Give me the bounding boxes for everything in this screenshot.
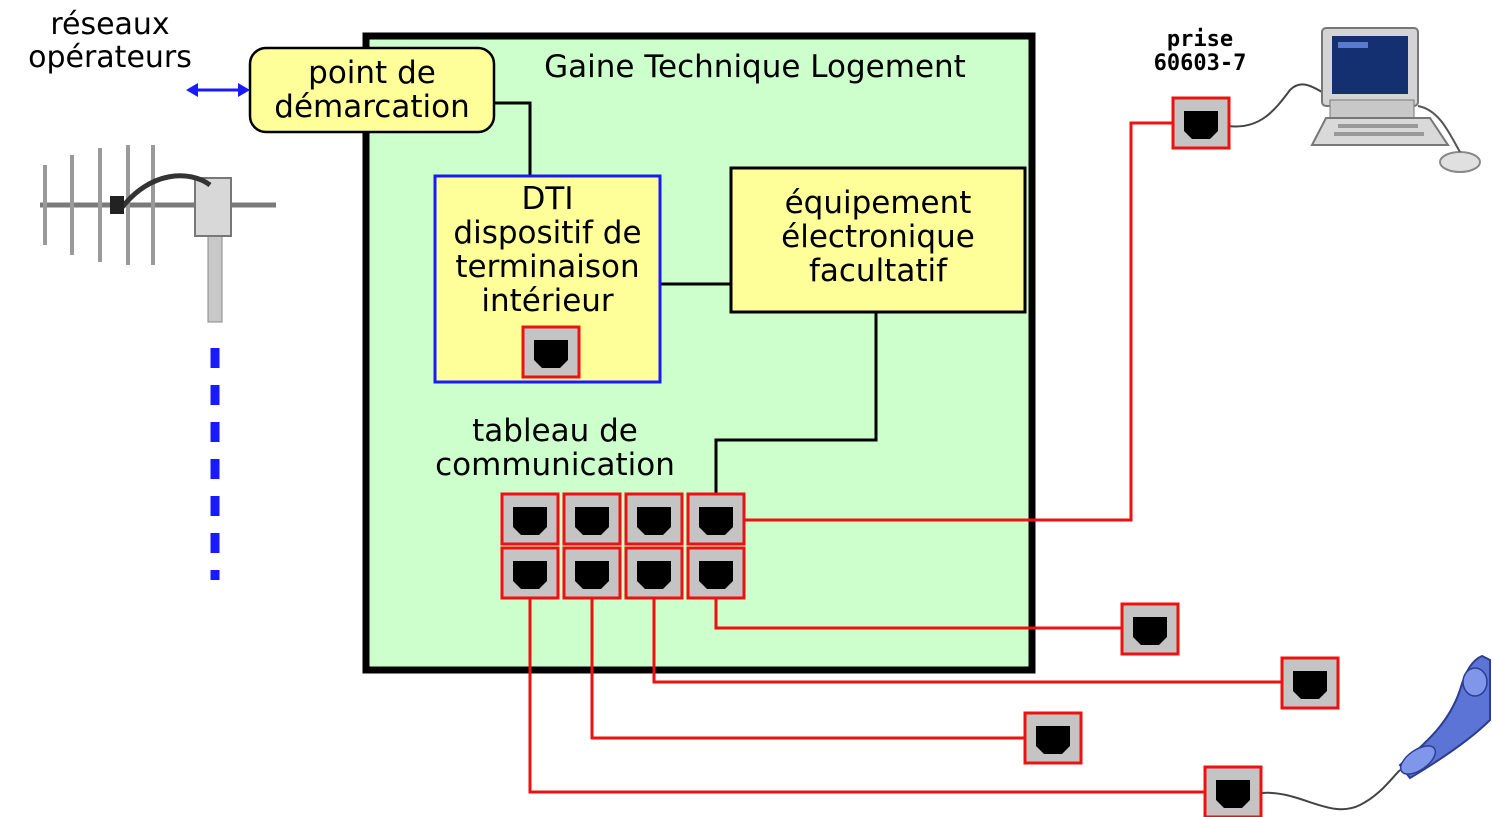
networks-label-line: réseaux	[50, 7, 170, 42]
equipment-label-line: équipement	[784, 185, 972, 221]
dti-jack-icon	[521, 325, 581, 379]
dti-label-line: DTI	[521, 181, 574, 217]
gtl-title: Gaine Technique Logement	[544, 49, 966, 85]
outlet-jack-icon	[1203, 765, 1263, 817]
panel-jack-icon	[562, 492, 622, 546]
panel-jack-icon	[686, 492, 746, 546]
dti-label: DTI dispositif de terminaison intérieur	[435, 182, 660, 318]
outlet-jack-icon	[1171, 96, 1231, 150]
equipment-label-line: facultatif	[808, 253, 948, 290]
outlet-jack-icon	[1120, 602, 1180, 656]
network-link-arrow	[186, 83, 250, 97]
antenna-icon	[40, 145, 276, 323]
outlet-label: prise 60603-7	[1130, 27, 1270, 77]
outlet-label-line: prise	[1166, 27, 1234, 52]
dti-label-line: dispositif de	[453, 215, 642, 252]
networks-label-line: opérateurs	[28, 40, 192, 75]
demarcation-label: point de démarcation	[250, 56, 494, 124]
panel-label-line: tableau de	[472, 413, 638, 449]
computer-icon	[1310, 27, 1481, 173]
panel-jack-icon	[624, 492, 684, 546]
demarcation-label-line: point de	[308, 55, 436, 91]
equipment-label-line: électronique	[781, 219, 975, 256]
panel-jack-icon	[500, 492, 560, 546]
panel-jack-icon	[500, 546, 560, 600]
demarcation-label-line: démarcation	[274, 89, 470, 126]
panel-jack-icon	[624, 546, 684, 600]
networks-label: réseaux opérateurs	[10, 8, 210, 74]
dti-label-line: intérieur	[481, 283, 614, 320]
outlet-jack-icon	[1023, 711, 1083, 765]
panel-jack-icon	[562, 546, 622, 600]
internal-cables	[494, 101, 878, 495]
panel-label-line: communication	[435, 447, 675, 484]
panel-label: tableau de communication	[410, 414, 700, 482]
equipment-label: équipement électronique facultatif	[731, 186, 1025, 288]
outlet-label-line: 60603-7	[1153, 51, 1247, 77]
red-cables	[528, 121, 1282, 794]
equipment-box	[729, 166, 1027, 314]
phone-handset-icon	[1398, 654, 1491, 780]
outlet-jack-icon	[1280, 656, 1340, 710]
panel-jack-icon	[686, 546, 746, 600]
dti-label-line: terminaison	[455, 249, 640, 286]
device-cords	[1227, 83, 1401, 811]
